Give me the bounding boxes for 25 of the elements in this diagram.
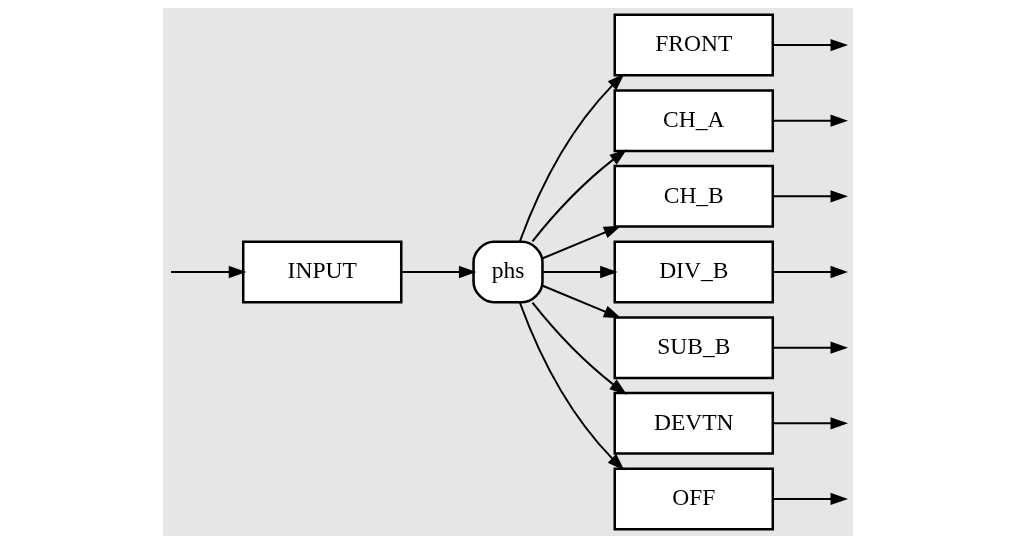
- arrow: [772, 492, 848, 506]
- arrow: [772, 341, 848, 354]
- node-box: CH_A: [613, 89, 775, 153]
- arrow: [772, 114, 848, 127]
- arrow: [401, 265, 477, 279]
- arrow: [518, 302, 625, 471]
- arrow: [542, 265, 618, 279]
- arrow: [772, 190, 848, 203]
- node-box: FRONT: [613, 13, 775, 77]
- node-box: DIV_B: [613, 240, 775, 304]
- node-box: INPUT: [241, 240, 403, 304]
- arrow: [772, 265, 848, 279]
- arrow: [171, 265, 247, 279]
- node-box: CH_B: [613, 164, 775, 228]
- node-box: OFF: [613, 467, 775, 531]
- arrow: [518, 73, 625, 242]
- node-box: DEVTN: [613, 391, 775, 455]
- arrow: [531, 302, 627, 395]
- arrow: [542, 284, 622, 319]
- arrow: [772, 417, 848, 430]
- node-box: SUB_B: [613, 316, 775, 380]
- node-box: phs: [472, 240, 544, 304]
- arrow: [542, 225, 622, 260]
- arrow: [772, 38, 848, 52]
- arrow: [531, 149, 627, 242]
